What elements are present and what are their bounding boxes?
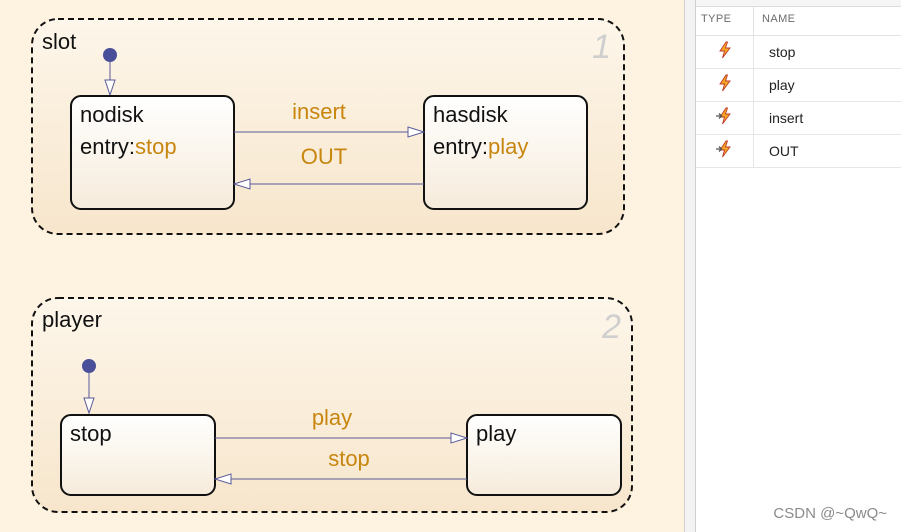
transition-label: play: [312, 405, 352, 430]
state-hasdisk[interactable]: hasdisk entry:play: [423, 95, 588, 210]
input-event-icon: [715, 107, 735, 130]
subchart-title: slot: [42, 29, 76, 54]
column-header-type[interactable]: TYPE: [696, 7, 754, 35]
symbol-row-play[interactable]: play: [696, 69, 901, 102]
transition-stop[interactable]: stop: [213, 446, 467, 485]
state-name: stop: [70, 421, 112, 446]
state-name: play: [476, 421, 516, 446]
transition-label: stop: [328, 446, 370, 471]
input-event-icon: [715, 140, 735, 163]
symbol-row-stop[interactable]: stop: [696, 36, 901, 69]
stateflow-canvas: slot 1 nodisk entry:stop hasdisk entry:p…: [31, 18, 633, 513]
execution-order-number: 2: [601, 308, 621, 346]
event-icon: [717, 41, 733, 64]
transition-play[interactable]: play: [215, 405, 469, 444]
state-play[interactable]: play: [466, 414, 622, 496]
column-header-name[interactable]: NAME: [762, 13, 796, 25]
subchart-slot[interactable]: slot 1 nodisk entry:stop hasdisk entry:p…: [31, 18, 625, 235]
symbol-row-out[interactable]: OUT: [696, 135, 901, 168]
symbol-name: OUT: [769, 143, 799, 159]
state-entry-action: entry:stop: [80, 134, 177, 159]
symbol-name: play: [769, 77, 795, 93]
symbols-pane: TYPE NAME stop play insert OUT CSDN @~Qw…: [696, 0, 901, 532]
subchart-player[interactable]: player 2 stop play play: [31, 297, 633, 513]
watermark: CSDN @~QwQ~: [773, 505, 887, 522]
state-name: nodisk: [80, 102, 145, 127]
state-nodisk[interactable]: nodisk entry:stop: [70, 95, 235, 210]
symbols-table-header: TYPE NAME: [696, 7, 901, 36]
symbols-pane-toolbar: [696, 0, 901, 7]
state-stop[interactable]: stop: [60, 414, 216, 496]
transition-insert[interactable]: insert: [234, 99, 426, 138]
state-entry-action: entry:play: [433, 134, 528, 159]
panel-splitter[interactable]: [684, 0, 696, 532]
default-transition[interactable]: [82, 359, 96, 415]
transition-label: insert: [292, 99, 346, 124]
symbol-name: insert: [769, 110, 804, 126]
transition-out[interactable]: OUT: [232, 144, 424, 190]
transition-label: OUT: [301, 144, 347, 169]
subchart-title: player: [42, 307, 102, 332]
event-icon: [717, 74, 733, 97]
default-transition-dot: [82, 359, 96, 373]
default-transition[interactable]: [103, 48, 117, 97]
symbol-row-insert[interactable]: insert: [696, 102, 901, 135]
stateflow-diagram: slot 1 nodisk entry:stop hasdisk entry:p…: [31, 18, 633, 513]
execution-order-number: 1: [592, 28, 611, 66]
symbol-name: stop: [769, 44, 796, 60]
state-name: hasdisk: [433, 102, 509, 127]
default-transition-dot: [103, 48, 117, 62]
